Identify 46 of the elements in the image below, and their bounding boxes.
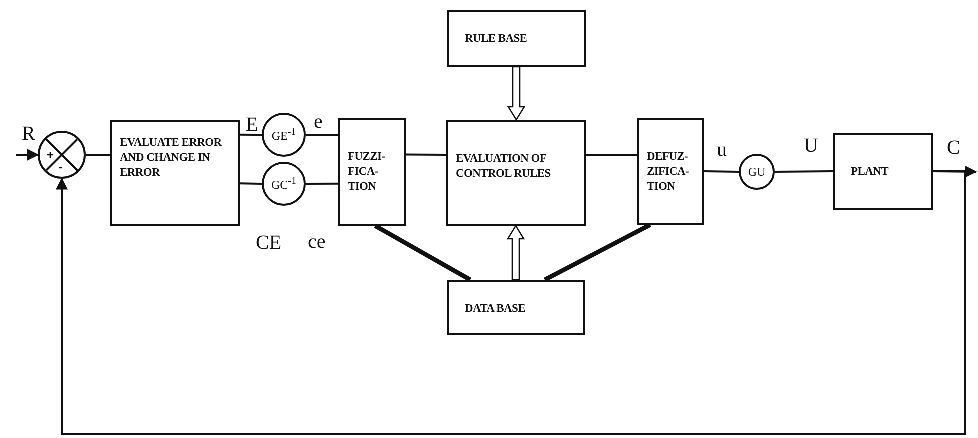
double-arrow [507, 66, 526, 122]
process-block [447, 280, 585, 335]
process-block [338, 118, 406, 226]
block-label: PLANT [851, 165, 890, 180]
connector-line [306, 134, 338, 136]
signal-label: U [804, 136, 818, 156]
process-block [446, 120, 586, 226]
process-block [833, 133, 933, 210]
arrow [16, 149, 40, 161]
block-label: GU [748, 164, 766, 180]
connector-line [240, 182, 262, 185]
process-block [110, 120, 240, 226]
block-label: DEFUZ- ZIFICA- TION [647, 150, 690, 195]
gain-circle [262, 162, 306, 206]
block-label: DATA BASE [465, 302, 526, 317]
signal-label: R [22, 124, 36, 144]
connector-line [374, 224, 472, 282]
connector-line [774, 170, 834, 173]
double-arrow [506, 224, 526, 281]
process-block [637, 118, 704, 225]
block-label: GC$^{-1}$ [271, 176, 296, 192]
connector-line [544, 223, 652, 282]
connector-line [586, 154, 638, 156]
summing-junction [38, 131, 86, 179]
block-label: EVALUATION OF CONTROL RULES [456, 152, 552, 182]
connector-line [406, 154, 446, 156]
signal-label: E [246, 115, 258, 135]
connector-line [306, 182, 338, 185]
signal-label: ce [308, 232, 326, 252]
signal-label: u [717, 140, 727, 160]
block-label: FUZZI- FICA- TION [348, 150, 386, 195]
block-label: GE$^{-1}$ [272, 126, 296, 144]
connector-line [86, 154, 110, 156]
process-block [447, 10, 586, 67]
gain-circle [739, 154, 775, 190]
block-label: EVALUATE ERROR AND CHANGE IN ERROR [120, 136, 224, 181]
connector-line [240, 134, 262, 136]
signal-label: e [314, 112, 323, 132]
gain-circle [262, 113, 306, 157]
block-label: RULE BASE [465, 32, 528, 47]
signal-label: C [947, 138, 960, 158]
signal-label: CE [256, 233, 282, 253]
connector-line [704, 170, 740, 173]
arrow [56, 170, 966, 435]
sign-label: + [47, 149, 54, 161]
sign-label: - [59, 161, 63, 173]
